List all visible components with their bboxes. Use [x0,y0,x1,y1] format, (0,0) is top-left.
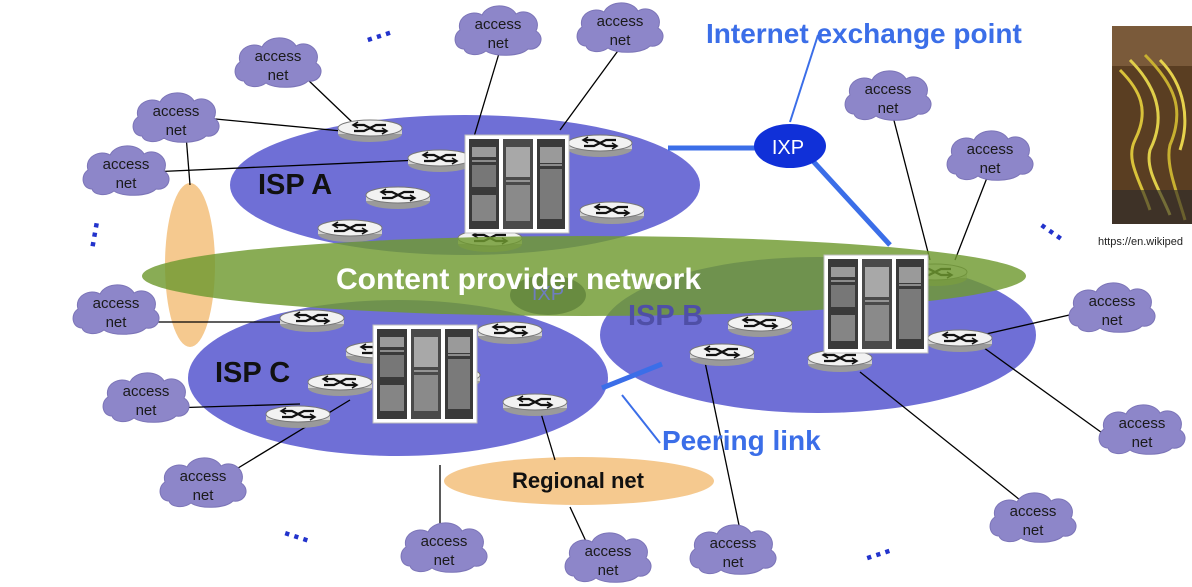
access-net-cloud: access net [1098,404,1186,455]
router-isp-a-5 [566,133,634,159]
router-isp-c-3 [306,372,374,398]
access-net-label-line1: access [1010,503,1057,520]
access-net-label-line1: access [153,103,200,120]
access-net-label-line2: net [116,175,138,192]
server-rack-isp-b [823,254,929,354]
access-net-label-line2: net [136,402,158,419]
router-isp-a-4 [316,218,384,244]
ixp-title-label: Internet exchange point [706,18,1022,49]
router-isp-a-6 [578,200,646,226]
router-isp-a-1 [336,118,404,144]
access-net-label-line2: net [488,35,510,52]
ellipsis-left: … [69,216,107,251]
access-net-cloud: access net [234,37,322,88]
access-net-label-line1: access [865,81,912,98]
access-net-label-line1: access [93,295,140,312]
router-isp-c-4 [264,404,332,430]
ellipsis-top: … [357,9,396,50]
access-net-label-line1: access [255,48,302,65]
router-isp-b-1 [726,313,794,339]
access-net-label-line1: access [1119,415,1166,432]
access-net-cloud: access net [689,524,777,575]
isp-b-label: ISP B [628,300,703,332]
router-isp-b-4 [926,328,994,354]
access-net-cloud: access net [102,372,190,423]
access-net-label-line2: net [980,160,1002,177]
ellipsis-bottom-left: … [279,509,318,550]
ixp-link-b [810,158,892,247]
router-isp-c-5 [476,320,544,346]
access-net-label-line1: access [967,141,1014,158]
access-net-label-line1: access [421,533,468,550]
peering-link-line [601,361,663,391]
ixp-hidden-label: IXP [532,283,564,305]
server-rack-isp-c [372,324,478,424]
access-net-cloud: access net [454,5,542,56]
access-net-label-line1: access [475,16,522,33]
access-net-label-line1: access [710,535,757,552]
ixp-pointer [789,34,819,123]
server-rack-isp-a [464,134,570,234]
router-isp-a-2 [406,148,474,174]
access-net-label-line2: net [166,122,188,139]
access-net-cloud: access net [159,457,247,508]
peering-pointer [621,394,661,444]
access-net-cloud: access net [72,284,160,335]
access-net-label-line1: access [585,543,632,560]
access-net-cloud: access net [400,522,488,573]
access-net-label-line2: net [1132,434,1154,451]
access-links [140,47,1106,551]
access-net-cloud: access net [576,2,664,53]
access-net-label-line2: net [1023,522,1045,539]
ixp-photo [1112,26,1192,224]
access-net-cloud: access net [946,130,1034,181]
ixp-label: IXP [772,137,804,159]
access-net-label-line2: net [193,487,215,504]
ellipsis-right: … [1034,204,1078,248]
router-isp-a-3 [364,185,432,211]
regional-net-ellipse [444,457,714,505]
ixp-node [754,124,826,168]
peering-link-label: Peering link [662,425,821,456]
access-net-cloud: access net [132,92,220,143]
access-net-cloud: access net [82,145,170,196]
content-provider-label: Content provider network [336,263,701,296]
access-net-label-line2: net [598,562,620,579]
isp-a-label: ISP A [258,169,332,201]
isp-c-label: ISP C [215,357,290,389]
access-net-label-line1: access [180,468,227,485]
access-net-cloud: access net [564,532,652,583]
access-net-label-line2: net [878,100,900,117]
access-net-cloud: access net [844,70,932,121]
access-net-label-line2: net [434,552,456,569]
access-net-label-line2: net [723,554,745,571]
access-nets-group: accessnetaccessnetaccessnetaccessnetacce… [72,2,1186,583]
access-net-cloud: access net [989,492,1077,543]
access-net-label-line1: access [123,383,170,400]
access-net-label-line1: access [597,13,644,30]
photo-credit: https://en.wikiped [1098,236,1183,248]
ellipsis-bottom-right: … [857,527,896,568]
access-net-label-line2: net [610,32,632,49]
content-provider-blob [142,236,1026,316]
regional-net-label: Regional net [512,468,645,493]
router-isp-c-6 [501,392,569,418]
access-net-cloud: access net [1068,282,1156,333]
access-net-label-line2: net [106,314,128,331]
access-net-label-line2: net [268,67,290,84]
access-net-label-line1: access [103,156,150,173]
access-net-label-line2: net [1102,312,1124,329]
access-net-label-line1: access [1089,293,1136,310]
router-isp-b-2 [688,342,756,368]
router-isp-c-1 [278,308,346,334]
